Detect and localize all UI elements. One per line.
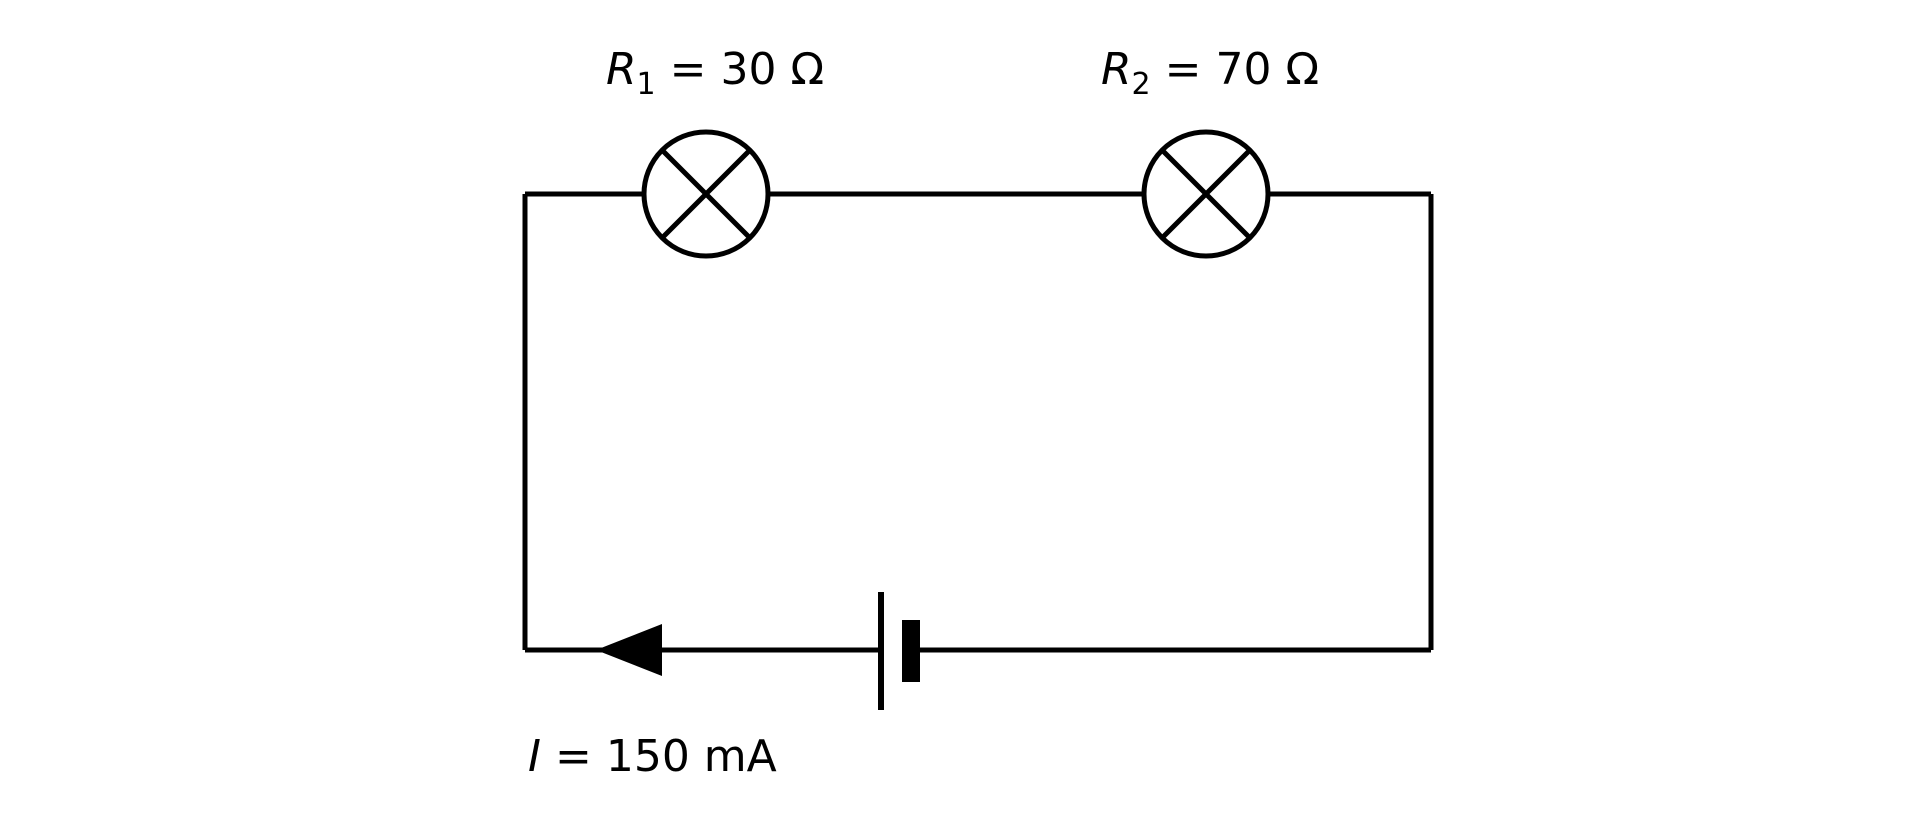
label-r1: R1= 30 Ω [606,48,824,100]
label-r1-value: = 30 Ω [669,44,825,95]
label-r1-symbol: R [605,44,637,95]
lamp-2-icon [1141,129,1271,259]
label-r2: R2= 70 Ω [1101,48,1319,100]
label-current: I= 150 mA [528,735,777,779]
label-current-value: = 150 mA [554,731,777,782]
label-r2-symbol: R [1100,44,1132,95]
current-arrow-icon [596,624,662,676]
label-r1-subscript: 1 [636,67,656,102]
lamp-1-icon [641,129,771,259]
label-r2-value: = 70 Ω [1164,44,1320,95]
battery-icon [878,592,920,710]
label-current-symbol: I [528,731,541,782]
label-r2-subscript: 2 [1131,67,1151,102]
